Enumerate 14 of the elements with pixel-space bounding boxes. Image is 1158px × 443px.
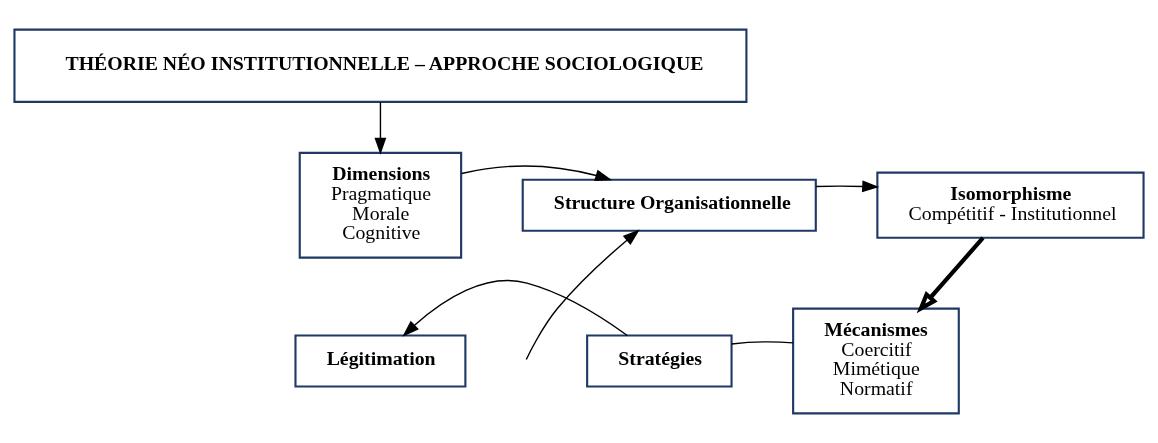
node-box: Isomorphisme Compétitif - Institutionnel — [876, 171, 1145, 239]
node-box: Légitimation — [294, 334, 467, 388]
arrow — [460, 165, 613, 182]
node-box: Mécanismes Coercitif Mimétique Normatif — [792, 307, 960, 415]
arrow — [374, 101, 387, 155]
node-box: Structure Organisationnelle — [521, 178, 817, 232]
node-box: Dimensions Pragmatique Morale Cognitive — [298, 151, 463, 259]
arrow — [815, 180, 880, 193]
connector — [731, 341, 794, 345]
arrow — [916, 236, 985, 314]
node-box: THÉORIE NÉO INSTITUTIONNELLE – APPROCHE SOCIOLOGIQUE — [13, 28, 748, 103]
node-box: Stratégies — [586, 334, 733, 388]
arrow — [525, 229, 640, 361]
arrow — [402, 279, 628, 337]
